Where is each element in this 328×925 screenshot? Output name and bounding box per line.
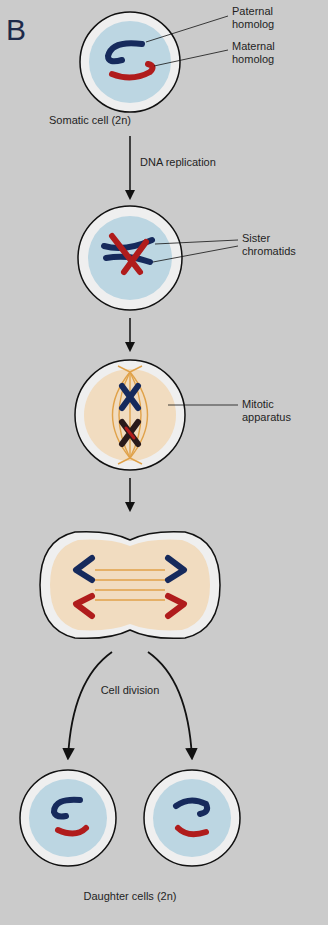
part-label: Maternal homolog xyxy=(232,40,294,66)
step-label: Cell division xyxy=(101,684,160,697)
part-label: Paternal homolog xyxy=(232,5,294,31)
cell-label: Somatic cell (2n) xyxy=(49,114,131,127)
cell-label: Daughter cells (2n) xyxy=(84,890,177,903)
part-label: Mitotic apparatus xyxy=(242,398,308,424)
step-label: DNA replication xyxy=(140,156,216,169)
part-label: Sister chromatids xyxy=(242,232,304,258)
panel-letter: B xyxy=(6,14,26,46)
